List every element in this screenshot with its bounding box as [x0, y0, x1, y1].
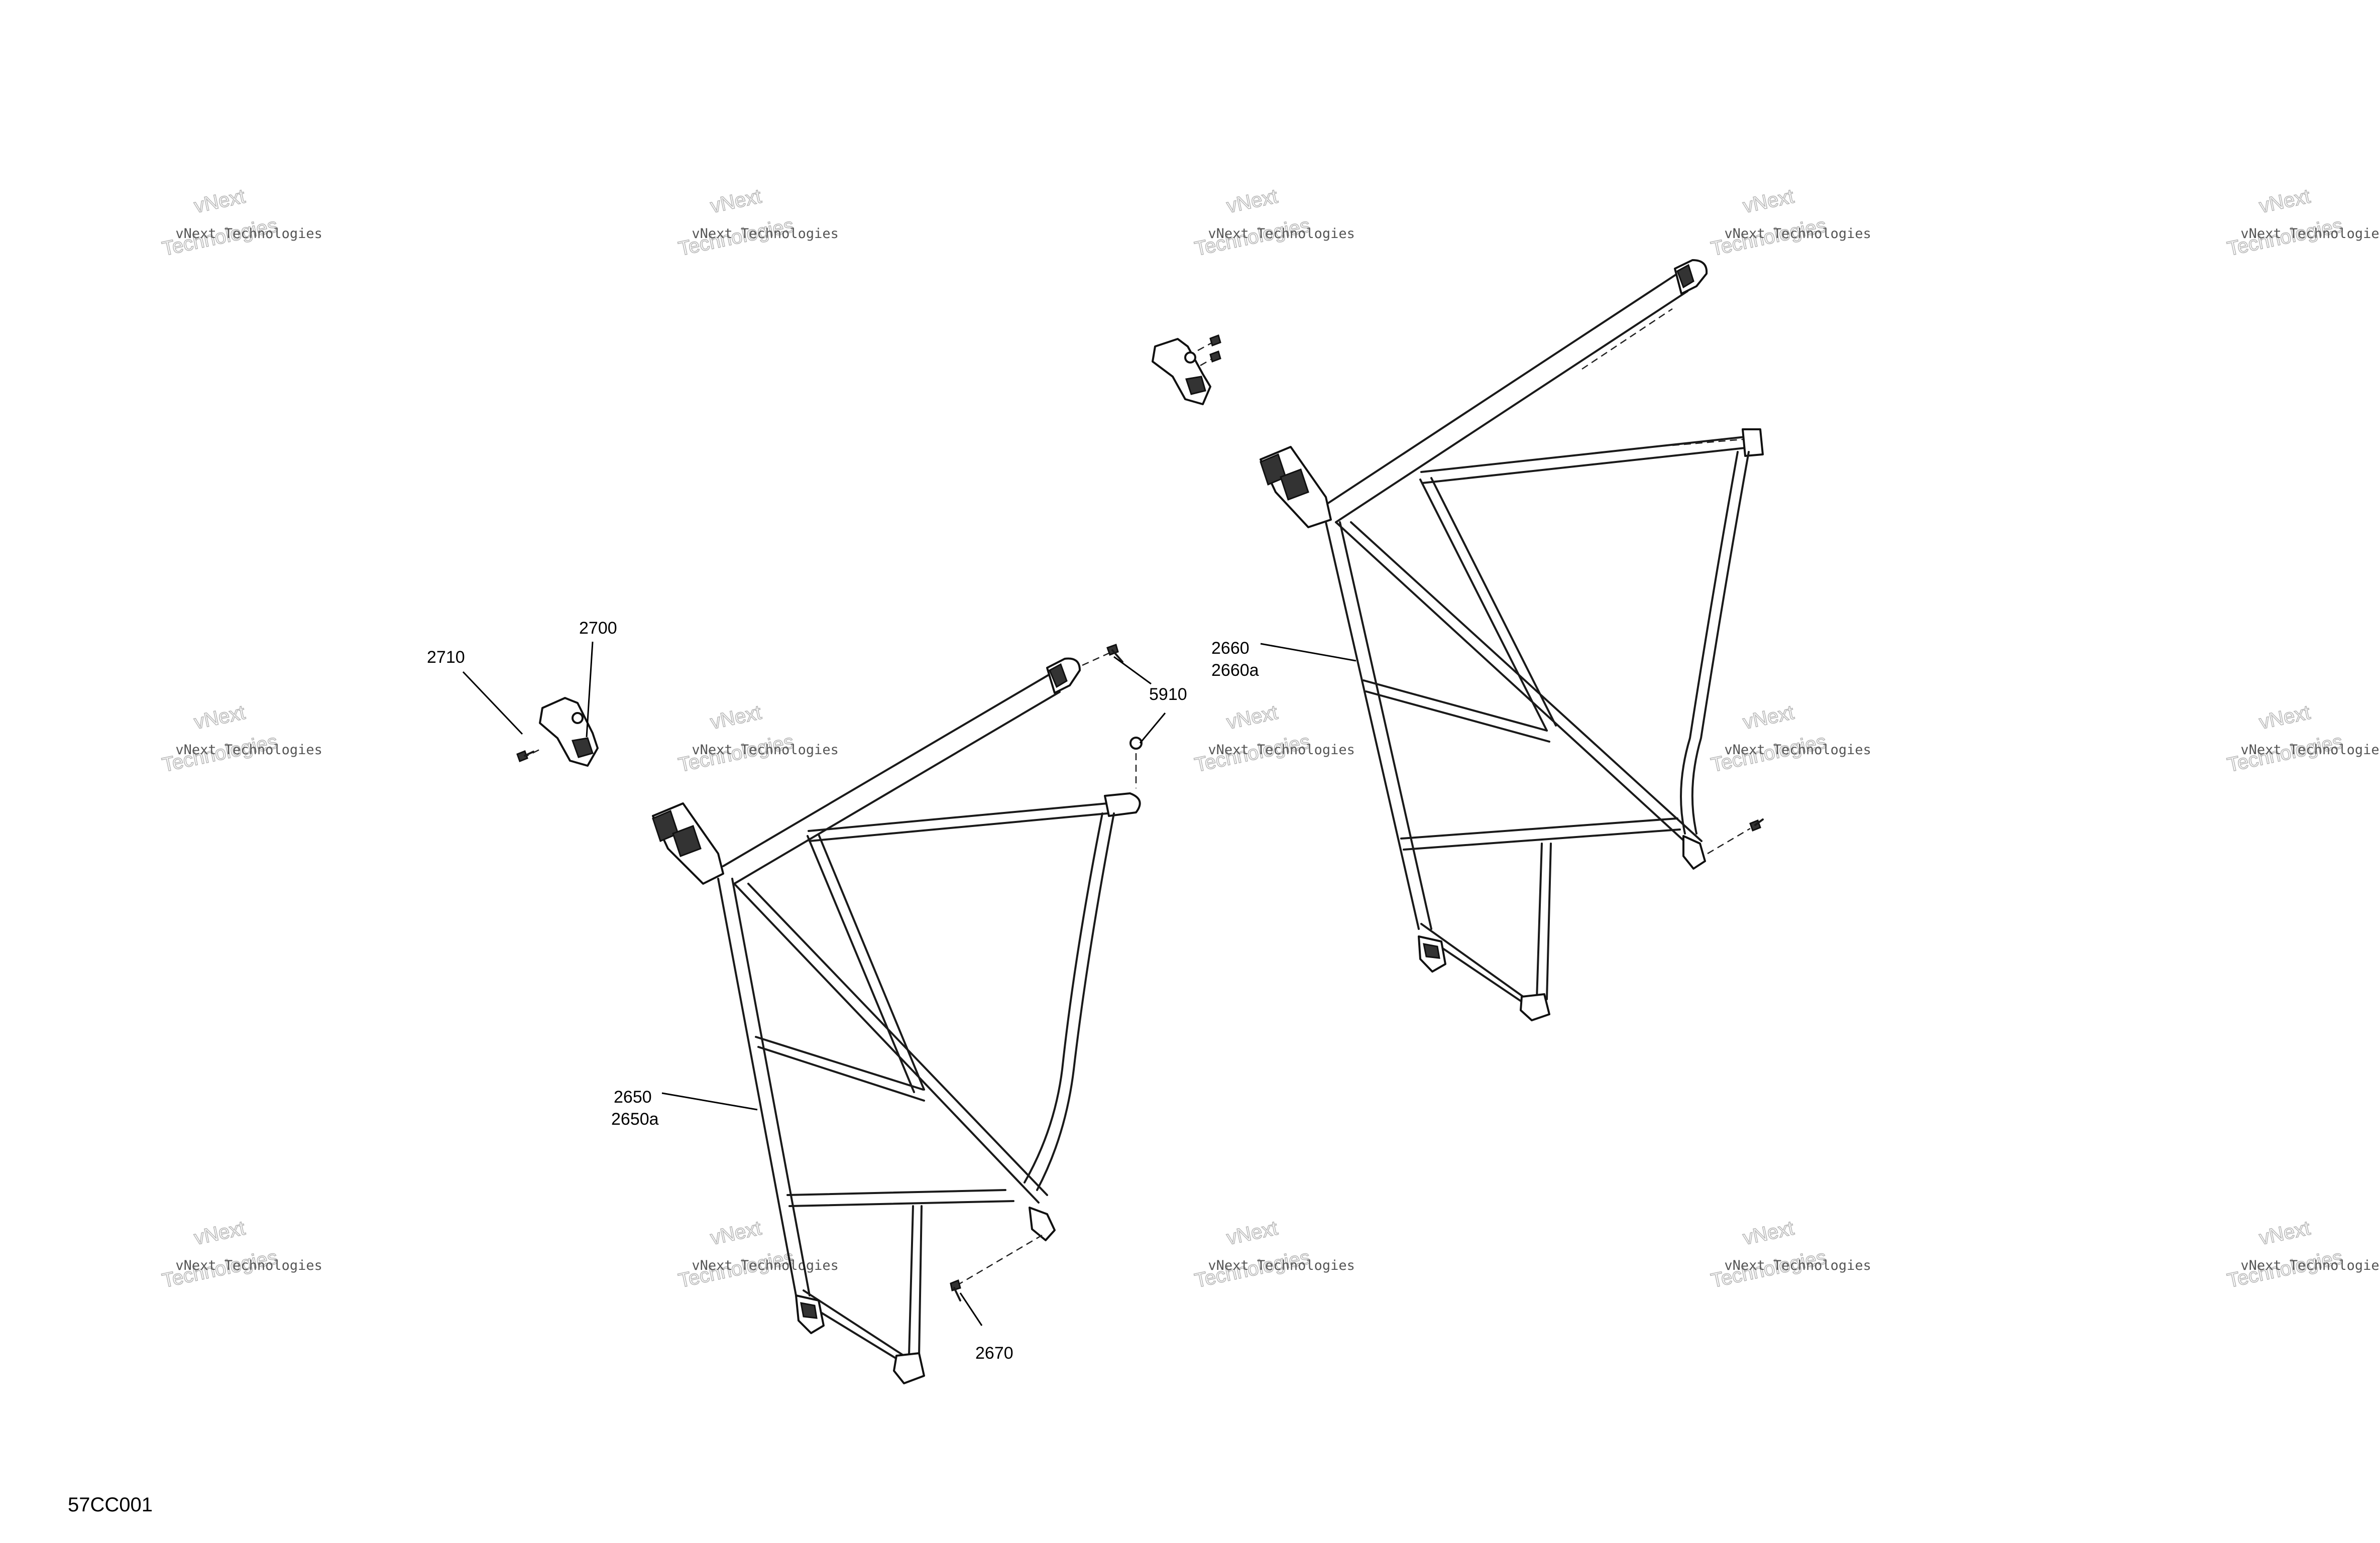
watermark-line: vNext — [192, 1217, 247, 1249]
watermark-line: vNext — [1741, 1217, 1796, 1249]
callout-labels: 2700 2710 5910 2650 2650a 2660 2660a 267… — [427, 619, 1259, 1363]
watermark-line: vNext — [1741, 185, 1796, 217]
callout-2700: 2700 — [579, 619, 617, 638]
callout-2710: 2710 — [427, 648, 465, 667]
watermark-line: vNext Technologies — [2240, 226, 2380, 242]
watermark-line: vNext — [192, 185, 247, 217]
watermark-line: vNext — [709, 701, 763, 734]
watermark-line: vNext Technologies — [692, 226, 839, 242]
watermark-line: vNext — [1225, 185, 1280, 217]
watermark-line: vNext Technologies — [2240, 742, 2380, 758]
callout-2650a: 2650a — [611, 1110, 659, 1129]
callout-5910: 5910 — [1149, 685, 1187, 704]
callout-2660a: 2660a — [1211, 661, 1259, 680]
callout-2650: 2650 — [614, 1088, 652, 1107]
watermark-line: vNext Technologies — [1208, 226, 1355, 242]
nut-5910[interactable] — [1129, 737, 1143, 788]
figure-id: 57CC001 — [68, 1494, 153, 1516]
screw-2710[interactable] — [516, 747, 543, 762]
leader-lines — [462, 641, 1356, 1326]
screw-right-frame — [1707, 818, 1764, 855]
watermark-line: vNext Technologies — [1208, 742, 1355, 758]
watermark-line: vNext Technologies — [1208, 1258, 1355, 1273]
watermark-line: vNext Technologies — [175, 1258, 322, 1273]
watermark-line: vNext — [1741, 701, 1796, 734]
screw-2710-upper — [1197, 334, 1221, 367]
door-frame-right[interactable] — [1260, 259, 1764, 1021]
watermark-line: vNext — [1225, 1217, 1280, 1249]
watermark-line: vNext Technologies — [692, 742, 839, 758]
callout-2660: 2660 — [1211, 639, 1250, 658]
watermark-line: vNext Technologies — [1724, 742, 1871, 758]
watermark-line: vNext — [2257, 701, 2312, 734]
watermark-line: vNext Technologies — [1724, 226, 1871, 242]
door-frame-left[interactable] — [652, 657, 1141, 1384]
screw-2670[interactable] — [950, 1234, 1043, 1301]
watermark-line: vNext — [2257, 185, 2312, 217]
watermark-line: vNext — [192, 701, 247, 734]
watermark-line: vNext — [709, 185, 763, 217]
watermark-line: vNext Technologies — [175, 226, 322, 242]
watermark-line: vNext — [2257, 1217, 2312, 1249]
callout-2670: 2670 — [975, 1344, 1013, 1363]
watermark-line: vNext Technologies — [175, 742, 322, 758]
watermark-line: vNext — [1225, 701, 1280, 734]
watermark-line: vNext Technologies — [692, 1258, 839, 1273]
watermark-line: vNext Technologies — [1724, 1258, 1871, 1273]
watermark-line: vNext — [709, 1217, 763, 1249]
pin-top-right — [1581, 308, 1743, 446]
watermark-line: vNext Technologies — [2240, 1258, 2380, 1273]
screw-5910-top[interactable] — [1082, 644, 1123, 666]
bracket-2700-left[interactable] — [539, 697, 599, 767]
bracket-upper[interactable] — [1152, 338, 1211, 405]
